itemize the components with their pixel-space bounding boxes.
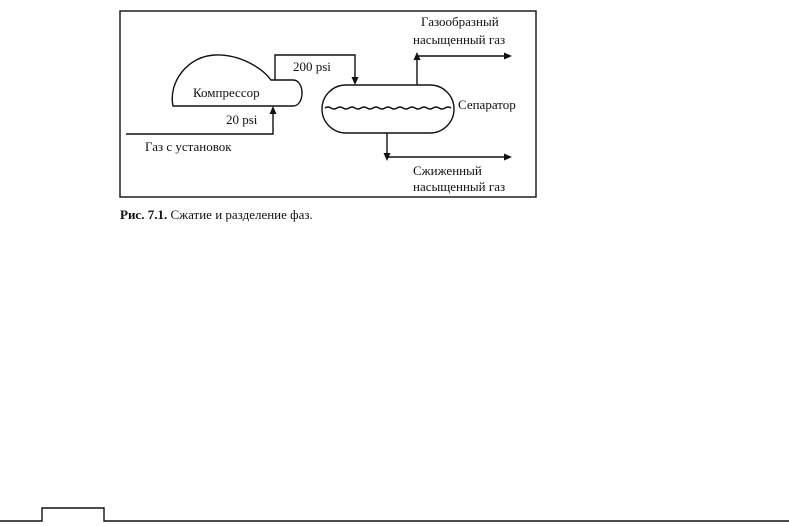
separator-vessel — [321, 84, 455, 134]
inlet-arrow — [269, 106, 277, 114]
compressor-label: Компрессор — [193, 85, 260, 100]
figure-number: Рис. 7.1. — [120, 207, 168, 222]
separator-label: Сепаратор — [458, 97, 516, 112]
figure-caption: Рис. 7.1. Сжатие и разделение фаз. — [120, 207, 313, 223]
liquid-outlet-label-line2: насыщенный газ — [413, 179, 505, 194]
gas-outlet-arrow-up — [413, 52, 421, 60]
page-footer-rule — [0, 507, 789, 522]
figure-caption-text: Сжатие и разделение фаз. — [170, 207, 313, 222]
discharge-arrow — [351, 77, 359, 85]
pressure-out-label: 200 psi — [293, 59, 331, 74]
liquid-outlet-line — [386, 133, 505, 158]
figure-frame — [119, 10, 537, 198]
gas-outlet-line — [416, 55, 505, 85]
pressure-in-label: 20 psi — [226, 112, 258, 127]
liquid-level-line — [324, 106, 452, 110]
compressor-shape — [171, 54, 303, 107]
liquid-outlet-label-line1: Сжиженный — [413, 163, 482, 178]
gas-outlet-label-line1: Газообразный — [421, 14, 499, 29]
gas-outlet-arrow-right — [504, 52, 512, 60]
inlet-line — [126, 112, 274, 135]
gas-outlet-label-line2: насыщенный газ — [413, 32, 505, 47]
liquid-outlet-arrow-right — [504, 153, 512, 161]
inlet-label: Газ с установок — [145, 139, 232, 154]
liquid-outlet-arrow-down — [383, 153, 391, 161]
discharge-line — [274, 54, 356, 80]
